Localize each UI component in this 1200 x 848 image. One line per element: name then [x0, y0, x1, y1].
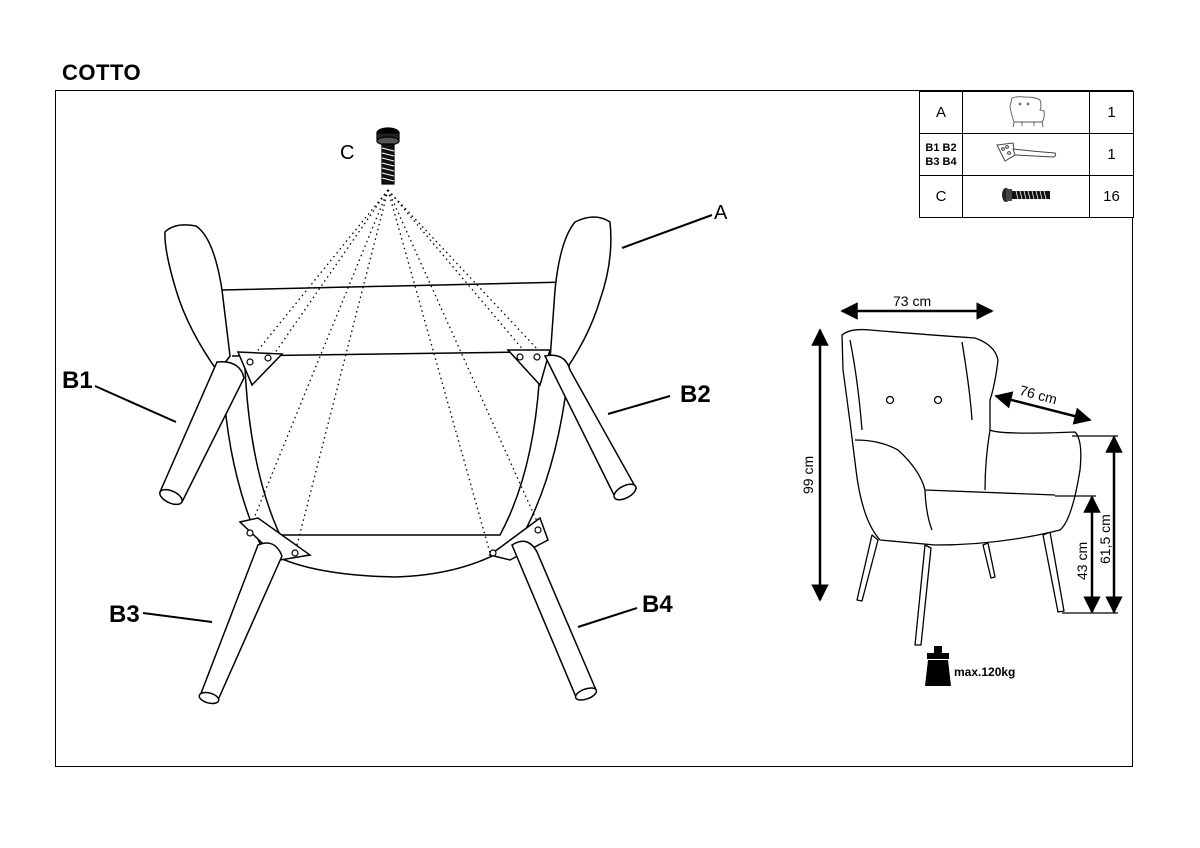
dimension-width: 73 cm: [893, 293, 932, 309]
max-load-text: max.120kg: [954, 665, 1016, 679]
diagram-frame: [55, 90, 1133, 767]
dimension-extension-lines: [1055, 435, 1118, 614]
armchair-upside-down: [164, 216, 612, 578]
legs: [159, 354, 638, 705]
bracket-holes: [246, 353, 542, 557]
dimension-height: 99 cm: [800, 455, 816, 494]
leader-lines: [94, 214, 713, 628]
dimension-arm-height: 61,5 cm: [1097, 514, 1113, 564]
part-qty: 16: [1089, 175, 1134, 218]
page-title: COTTO: [62, 60, 142, 85]
part-qty: 1: [1089, 91, 1134, 134]
leg-bracket-icon: [962, 133, 1090, 176]
part-code: B1 B2 B3 B4: [919, 133, 963, 176]
bolt-guide-lines: [249, 189, 541, 554]
part-qty: 1: [1089, 133, 1134, 176]
part-code: C: [919, 175, 963, 218]
parts-row-b: B1 B2 B3 B4 1: [919, 133, 1134, 176]
label-c: C: [340, 142, 355, 164]
bolt-icon: [962, 175, 1090, 218]
dimension-seat-height: 43 cm: [1074, 541, 1090, 580]
parts-row-a: A 1: [919, 91, 1134, 134]
dimension-lines: [811, 302, 1123, 614]
label-b1: B1: [62, 367, 93, 394]
label-b3: B3: [109, 601, 140, 628]
armchair-icon: [962, 91, 1090, 134]
parts-table: A 1 B1 B2 B3 B4: [919, 91, 1134, 218]
label-a: A: [714, 202, 728, 224]
label-b2: B2: [680, 381, 711, 408]
part-code: A: [919, 91, 963, 134]
armchair-side-view: [841, 328, 1082, 646]
parts-row-c: C 16: [919, 175, 1134, 218]
label-b4: B4: [642, 591, 673, 618]
bolt-icon: [376, 127, 400, 185]
weight-icon: [925, 646, 951, 686]
